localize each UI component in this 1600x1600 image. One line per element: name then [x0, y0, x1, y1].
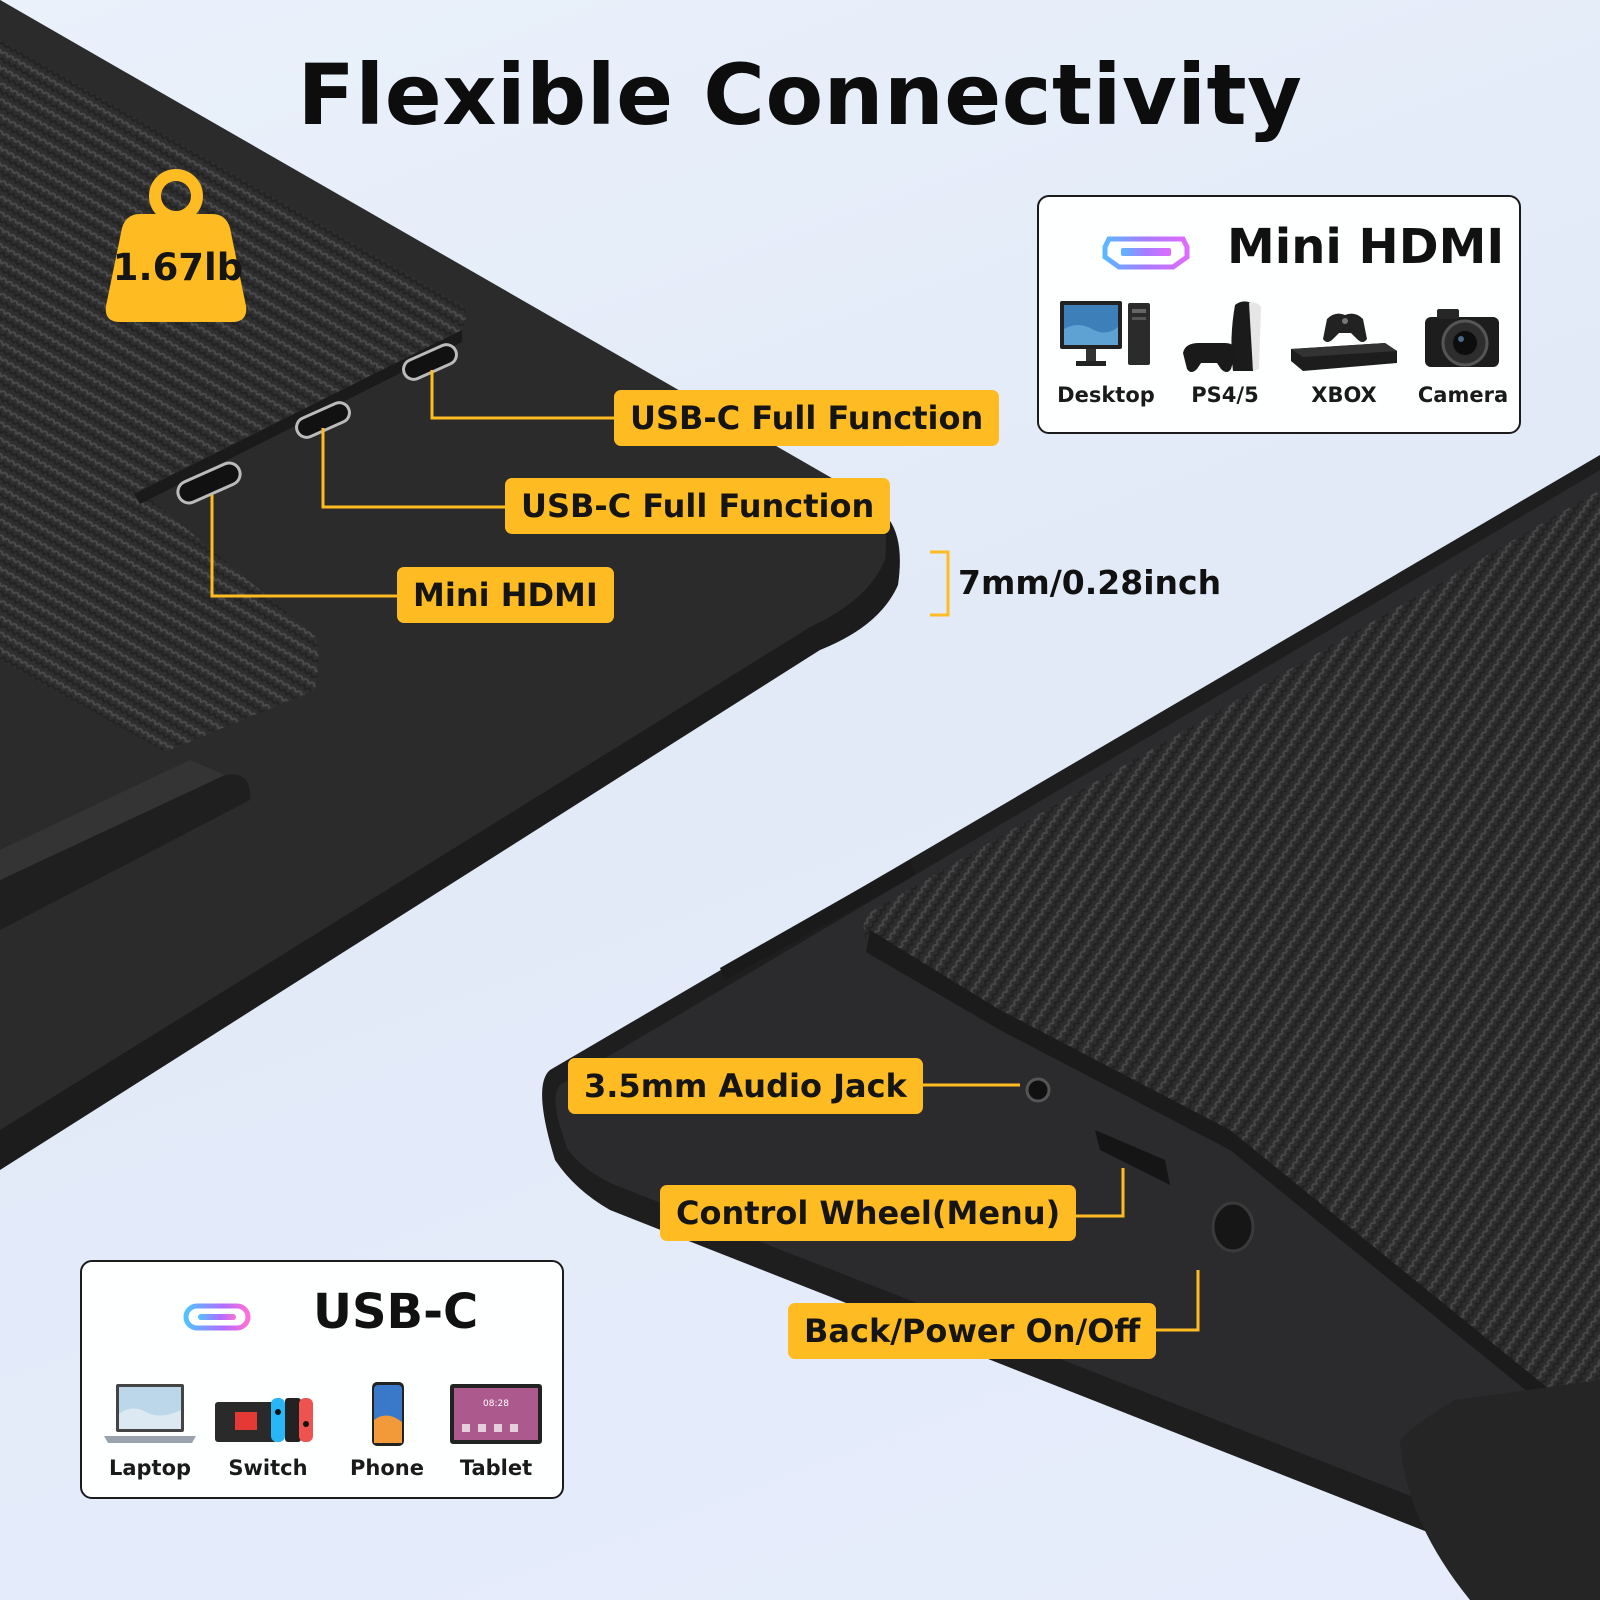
weight-label: 1.67lb	[112, 246, 244, 289]
device-label-laptop: Laptop	[108, 1456, 192, 1480]
mini-hdmi-heading: Mini HDMI	[1227, 219, 1505, 275]
desktop-icon	[1060, 301, 1150, 366]
xbox-icon	[1291, 313, 1397, 371]
hdmi-port-icon	[1102, 236, 1190, 270]
lower-monitor	[542, 455, 1600, 1600]
camera-icon	[1425, 309, 1499, 367]
usb-c-heading: USB-C	[313, 1284, 479, 1340]
tablet-icon: 08:28	[450, 1384, 542, 1444]
device-desktop: Desktop	[1046, 299, 1166, 407]
device-tablet: 08:28 Tablet	[436, 1380, 556, 1480]
weight-icon	[105, 169, 247, 322]
laptop-icon	[104, 1384, 196, 1443]
device-ps45: PS4/5	[1165, 299, 1285, 407]
device-label-switch: Switch	[228, 1456, 308, 1480]
device-camera: Camera	[1403, 299, 1523, 407]
device-label-xbox: XBOX	[1311, 383, 1377, 407]
page-title: Flexible Connectivity	[297, 46, 1303, 144]
thickness-bracket	[930, 550, 950, 617]
device-xbox: XBOX	[1284, 299, 1404, 407]
device-laptop: Laptop	[90, 1380, 210, 1480]
callout-audio-jack: 3.5mm Audio Jack	[568, 1058, 923, 1114]
callout-power-button: Back/Power On/Off	[788, 1303, 1157, 1359]
device-phone: Phone	[327, 1380, 447, 1480]
callout-usb-c-full-function-2: USB-C Full Function	[505, 478, 891, 534]
playstation-icon	[1183, 301, 1261, 372]
usb-c-port-icon	[183, 1303, 251, 1331]
mini-hdmi-compatibility-box: Mini HDMI Desktop PS4/5	[1037, 195, 1521, 434]
device-label-ps45: PS4/5	[1191, 383, 1259, 407]
thickness-label: 7mm/0.28inch	[958, 563, 1222, 602]
tablet-screen-time: 08:28	[483, 1399, 509, 1409]
top-leader-lines	[210, 370, 616, 598]
device-label-tablet: Tablet	[459, 1456, 533, 1480]
callout-usb-c-full-function-1: USB-C Full Function	[614, 390, 1000, 446]
phone-icon	[372, 1382, 404, 1446]
device-label-phone: Phone	[350, 1456, 424, 1480]
switch-console-icon	[215, 1398, 313, 1442]
callout-control-wheel: Control Wheel(Menu)	[660, 1185, 1077, 1241]
usb-c-compatibility-box: USB-C Laptop Switch	[80, 1260, 564, 1499]
callout-mini-hdmi: Mini HDMI	[397, 567, 614, 623]
device-label-desktop: Desktop	[1057, 383, 1155, 407]
device-switch: Switch	[208, 1380, 328, 1480]
device-label-camera: Camera	[1417, 383, 1509, 407]
